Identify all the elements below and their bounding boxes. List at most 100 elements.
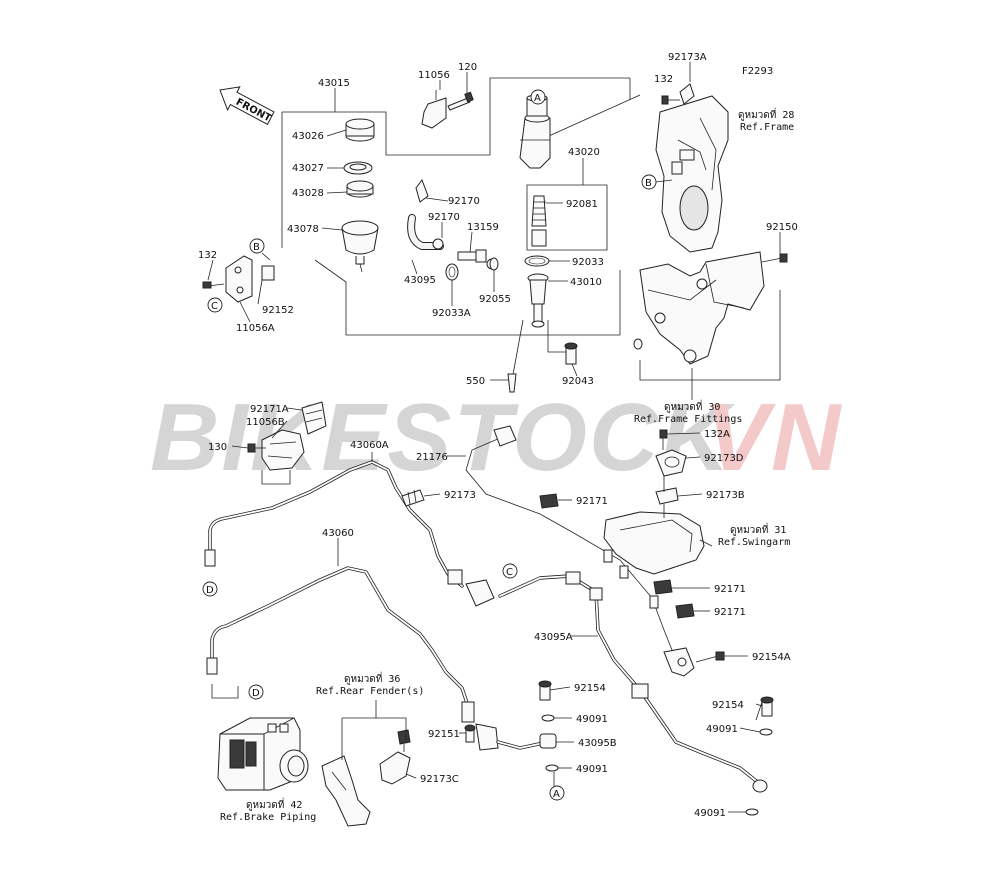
joint-43095A-mid — [631, 683, 649, 699]
label-92173A: 92173A — [668, 52, 707, 63]
label-132A: 132A — [704, 429, 730, 440]
ref-circle-B-frame-label: B — [645, 178, 652, 189]
ref-note-brake-piping: ดูหมวดที่ 42 Ref.Brake Piping — [220, 797, 316, 823]
pushrod-leader — [547, 320, 566, 353]
label-92171-c: 92171 — [714, 607, 746, 618]
label-21176: 21176 — [416, 452, 448, 463]
bolt-132-frame — [661, 95, 680, 105]
label-92171-a: 92171 — [576, 496, 608, 507]
clip-92170-lower — [432, 238, 444, 250]
joint-block-upper — [447, 569, 603, 607]
bolt-92154A — [695, 651, 725, 663]
ref-circle-B-frame: B — [641, 174, 657, 190]
label-92171A: 92171A — [250, 404, 289, 415]
grommet-92171-c — [675, 603, 695, 619]
clip-92170-upper — [415, 178, 429, 203]
label-92154-right: 92154 — [712, 700, 744, 711]
reservoir-group-lines — [261, 77, 641, 336]
label-92151: 92151 — [428, 729, 460, 740]
abs-leader — [211, 684, 239, 699]
label-92033A: 92033A — [432, 308, 471, 319]
figure-code: F2293 — [742, 66, 773, 77]
label-92173B: 92173B — [706, 490, 745, 501]
label-49091-centre-lower: 49091 — [576, 764, 608, 775]
bolt-120 — [447, 91, 474, 111]
joint-block-lower — [461, 701, 557, 751]
label-49091-right-upper: 49091 — [706, 724, 738, 735]
washer-49091-right-lower — [745, 808, 759, 816]
abs-unit — [217, 717, 309, 791]
ref-circle-A-top: A — [530, 89, 546, 105]
label-43020: 43020 — [568, 147, 600, 158]
washer-49091-right-upper — [759, 728, 773, 736]
brake-hose-43095A — [498, 574, 762, 786]
label-43026: 43026 — [292, 131, 324, 142]
rear-fender-section — [321, 729, 411, 827]
ref-circle-A-top-label: A — [534, 93, 541, 104]
ref-swingarm-thai: ดูหมวดที่ 31 — [730, 522, 786, 536]
bolt-92043 — [564, 342, 578, 365]
label-132-frame: 132 — [654, 74, 673, 85]
circlip-92033 — [524, 255, 550, 267]
plate-43027 — [343, 161, 373, 175]
ref-circle-C-reservoir-label: C — [211, 301, 218, 312]
ref-circle-C-reservoir: C — [207, 297, 223, 313]
brake-pipe-43060A — [204, 460, 464, 588]
label-92150: 92150 — [766, 222, 798, 233]
label-49091-right-lower: 49091 — [694, 808, 726, 819]
label-43010: 43010 — [570, 277, 602, 288]
label-92055: 92055 — [479, 294, 511, 305]
ref-circle-D-abs: D — [248, 684, 264, 700]
label-13159: 13159 — [467, 222, 499, 233]
ref-frame-thai: ดูหมวดที่ 28 — [738, 107, 794, 121]
oring-92033A — [445, 263, 459, 281]
ref-circle-D-abs-label: D — [252, 688, 260, 699]
ref-frame-fittings-en: Ref.Frame Fittings — [634, 414, 742, 425]
clamp-92173D — [655, 449, 687, 477]
ref-rear-fender-en: Ref.Rear Fender(s) — [316, 686, 424, 697]
spring-92173 — [401, 489, 425, 507]
clip-92173B — [655, 487, 679, 505]
sensor-21176 — [663, 647, 695, 677]
label-92152: 92152 — [262, 305, 294, 316]
label-120: 120 — [458, 62, 477, 73]
bolt-92154-centre — [538, 680, 552, 701]
label-43095: 43095 — [404, 275, 436, 286]
bolt-92154-right — [760, 696, 774, 717]
ref-circle-C-pipe-label: C — [506, 567, 513, 578]
watermark: BIKESTOCK VN — [150, 384, 842, 491]
ref-note-rear-fender: ดูหมวดที่ 36 Ref.Rear Fender(s) — [316, 671, 424, 697]
ref-note-frame-fittings: ดูหมวดที่ 30 Ref.Frame Fittings — [634, 399, 742, 425]
frame-section — [655, 95, 729, 253]
label-92173D: 92173D — [704, 453, 744, 464]
ref-rear-fender-thai: ดูหมวดที่ 36 — [344, 671, 400, 685]
label-92154-centre: 92154 — [574, 683, 606, 694]
push-rod-43010 — [527, 273, 549, 328]
label-11056A: 11056A — [236, 323, 275, 334]
label-11056B: 11056B — [246, 417, 285, 428]
master-cylinder-body — [519, 94, 551, 169]
label-130: 130 — [208, 442, 227, 453]
watermark-vn: VN — [705, 384, 842, 491]
label-550: 550 — [466, 376, 485, 387]
ref-circle-D-upper-label: D — [206, 585, 214, 596]
ref-note-swingarm: ดูหมวดที่ 31 Ref.Swingarm — [718, 522, 790, 548]
bolt-92150 — [761, 253, 788, 263]
label-43078: 43078 — [287, 224, 319, 235]
oring-92055 — [489, 257, 499, 271]
label-92170-upper: 92170 — [448, 196, 480, 207]
grommet-92171-b — [653, 579, 673, 595]
bolt-92151 — [464, 724, 476, 743]
banjo-bolt-right — [752, 779, 768, 793]
bracket-11056A — [202, 255, 275, 303]
label-92043: 92043 — [562, 376, 594, 387]
label-43095A: 43095A — [534, 632, 573, 643]
label-11056: 11056 — [418, 70, 450, 81]
ref-circle-C-pipe: C — [502, 563, 518, 579]
label-leaders — [207, 62, 781, 813]
washer-49091-centre-lower — [545, 764, 559, 772]
reservoir-tank-43078 — [341, 220, 379, 273]
label-43095B: 43095B — [578, 738, 617, 749]
label-43060A: 43060A — [350, 440, 389, 451]
